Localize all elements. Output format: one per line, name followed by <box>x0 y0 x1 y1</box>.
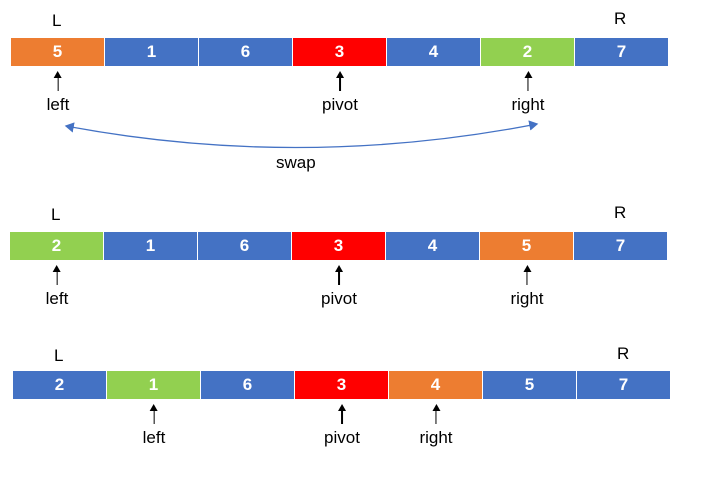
pointer-label: right <box>511 95 545 114</box>
pointer-label: left <box>45 289 69 308</box>
array-cell: 7 <box>575 38 669 66</box>
up-arrow-icon <box>335 71 344 78</box>
up-arrow-icon <box>522 265 531 272</box>
swap-arc <box>64 120 539 149</box>
pointer-right: right <box>510 265 544 309</box>
up-arrow-icon <box>337 404 346 411</box>
arrow-stem <box>57 78 59 91</box>
array-cell: 1 <box>105 38 199 66</box>
pointer-pivot: pivot <box>324 404 360 448</box>
pointer-label: left <box>142 428 166 447</box>
array-cell: 6 <box>198 232 292 260</box>
array-cell: 4 <box>387 38 481 66</box>
array-cell: 7 <box>577 371 671 399</box>
R-marker: R <box>617 344 630 363</box>
L-marker: L <box>54 346 64 365</box>
up-arrow-icon <box>53 265 61 272</box>
array-cell: 7 <box>574 232 668 260</box>
pointer-label: right <box>510 289 544 308</box>
arrow-stem <box>338 272 340 285</box>
pointer-pivot: pivot <box>321 265 357 309</box>
pointer-right: right <box>511 71 545 115</box>
pointer-left: left <box>46 71 70 115</box>
pointer-label: left <box>46 95 70 114</box>
array-cell: 2 <box>481 38 575 66</box>
array-cell: 6 <box>199 38 293 66</box>
arrow-stem <box>527 78 529 91</box>
up-arrow-icon <box>150 404 158 411</box>
arrow-stem <box>435 411 437 424</box>
pointer-left: left <box>142 404 166 448</box>
array-cell: 2 <box>10 232 104 260</box>
pointer-left: left <box>45 265 69 309</box>
arrow-stem <box>339 78 341 91</box>
array-cell: 5 <box>11 38 105 66</box>
pointer-label: pivot <box>324 428 360 447</box>
array-cell: 3 <box>295 371 389 399</box>
array-cell: 6 <box>201 371 295 399</box>
R-marker: R <box>614 203 627 222</box>
swap-label: swap <box>276 153 316 172</box>
R-marker: R <box>614 9 627 28</box>
arrow-stem <box>341 411 343 424</box>
L-marker: L <box>52 11 62 30</box>
pointer-label: pivot <box>322 95 358 114</box>
up-arrow-icon <box>523 71 532 78</box>
array-cell: 5 <box>480 232 574 260</box>
pointer-label: pivot <box>321 289 357 308</box>
L-marker: L <box>51 205 61 224</box>
arrow-stem <box>526 272 528 285</box>
array-cell: 2 <box>13 371 107 399</box>
up-arrow-icon <box>334 265 343 272</box>
array-cell: 4 <box>386 232 480 260</box>
arrow-stem <box>153 411 155 424</box>
array-cell: 4 <box>389 371 483 399</box>
pointer-pivot: pivot <box>322 71 358 115</box>
array-cell: 3 <box>293 38 387 66</box>
array-cell: 3 <box>292 232 386 260</box>
arrow-stem <box>56 272 58 285</box>
array-cell: 1 <box>107 371 201 399</box>
pointer-right: right <box>419 404 453 448</box>
array-cell: 5 <box>483 371 577 399</box>
pointer-label: right <box>419 428 453 447</box>
up-arrow-icon <box>431 404 440 411</box>
array-cell: 1 <box>104 232 198 260</box>
up-arrow-icon <box>54 71 62 78</box>
